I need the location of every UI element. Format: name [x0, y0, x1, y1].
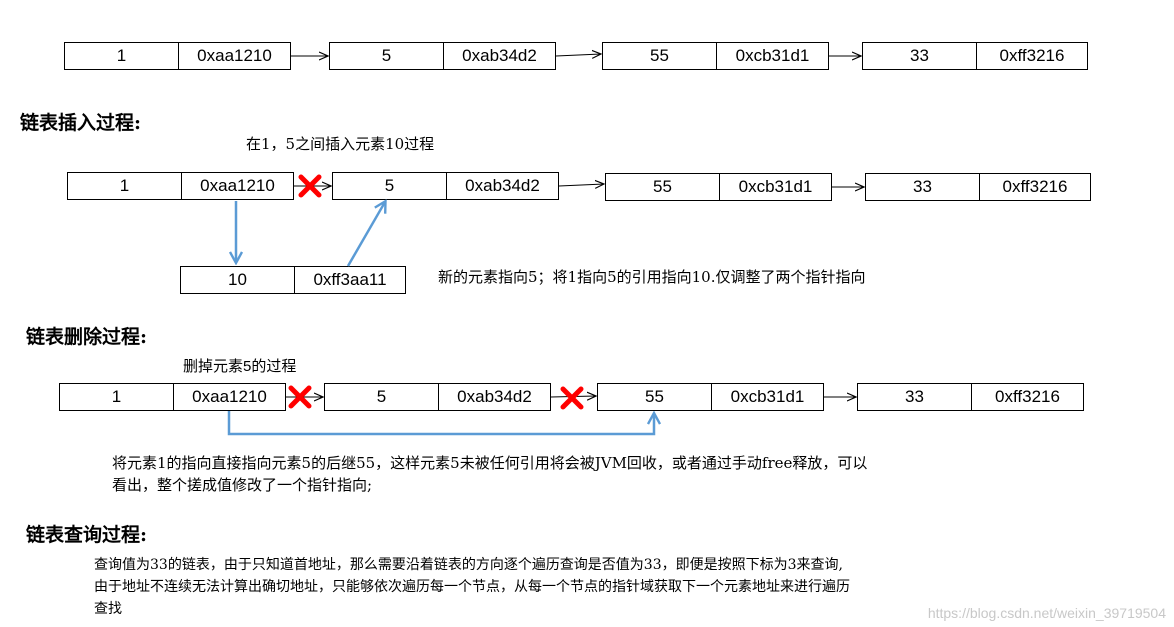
insert-heading: 链表插入过程:: [20, 112, 142, 134]
node-pointer: 0xab34d2: [457, 387, 532, 406]
insert-node-2: 5 0xab34d2: [332, 172, 559, 200]
insert-cross-icon: [298, 174, 322, 198]
delete-node-2: 5 0xab34d2: [324, 383, 551, 411]
delete-note-line2: 看出，整个搓成值修改了一个指针指向;: [112, 476, 373, 494]
row1-node-3: 55 0xcb31d1: [602, 42, 829, 70]
insert-caption: 在1，5之间插入元素10过程: [246, 135, 435, 153]
insert-arrow-2: [558, 184, 604, 186]
query-line2: 由于地址不连续无法计算出确切地址，只能够依次遍历每一个节点，从每一个节点的指针域…: [94, 579, 850, 595]
insert-new-node: 10 0xff3aa11: [180, 266, 406, 294]
node-pointer: 0xab34d2: [465, 176, 540, 195]
node-pointer: 0xaa1210: [192, 387, 267, 406]
node-value: 33: [858, 384, 972, 410]
row1-node-2: 5 0xab34d2: [329, 42, 556, 70]
node-value: 33: [866, 174, 980, 200]
delete-node-4: 33 0xff3216: [857, 383, 1084, 411]
node-value: 1: [60, 384, 174, 410]
delete-cross-icon-2: [560, 386, 584, 410]
delete-note-line1: 将元素1的指向直接指向元素5的后继55，这样元素5未被任何引用将会被JVM回收，…: [112, 454, 868, 472]
node-pointer: 0xab34d2: [462, 46, 537, 65]
insert-node-3: 55 0xcb31d1: [605, 173, 832, 201]
node-value: 5: [325, 384, 439, 410]
node-value: 55: [603, 43, 717, 69]
node-pointer: 0xff3aa11: [313, 270, 387, 289]
row1-node-1: 1 0xaa1210: [64, 42, 291, 70]
node-value: 33: [863, 43, 977, 69]
query-heading: 链表查询过程:: [26, 524, 148, 546]
node-pointer: 0xff3216: [995, 387, 1060, 406]
node-pointer: 0xff3216: [999, 46, 1065, 65]
node-value: 1: [65, 43, 179, 69]
insert-note: 新的元素指向5；将1指向5的引用指向10.仅调整了两个指针指向: [438, 268, 866, 286]
node-value: 10: [181, 267, 295, 293]
watermark: https://blog.csdn.net/weixin_39719504: [927, 605, 1166, 621]
row1-arrow-2: [555, 54, 601, 56]
insert-node-4: 33 0xff3216: [865, 173, 1091, 201]
node-pointer: 0xaa1210: [200, 176, 275, 195]
delete-heading: 链表删除过程:: [26, 326, 148, 348]
insert-node-1: 1 0xaa1210: [67, 172, 294, 200]
insert-blue-arrow-up: [346, 202, 385, 267]
node-value: 5: [330, 43, 444, 69]
row1-node-4: 33 0xff3216: [862, 42, 1088, 70]
node-pointer: 0xaa1210: [197, 46, 272, 65]
node-value: 55: [606, 174, 720, 200]
node-pointer: 0xcb31d1: [730, 387, 805, 406]
delete-node-1: 1 0xaa1210: [59, 383, 286, 411]
query-line3: 查找: [94, 601, 122, 617]
node-pointer: 0xcb31d1: [738, 177, 813, 196]
node-pointer: 0xff3216: [1002, 177, 1068, 196]
node-pointer: 0xcb31d1: [735, 46, 810, 65]
delete-cross-icon-1: [288, 385, 312, 409]
node-value: 5: [333, 173, 447, 199]
query-line1: 查询值为33的链表，由于只知道首地址，那么需要沿着链表的方向逐个遍历查询是否值为…: [94, 557, 843, 573]
delete-node-3: 55 0xcb31d1: [597, 383, 824, 411]
node-value: 55: [598, 384, 712, 410]
node-value: 1: [68, 173, 182, 199]
delete-blue-bypass-arrow: [227, 411, 654, 436]
delete-caption: 删掉元素5的过程: [183, 358, 297, 375]
